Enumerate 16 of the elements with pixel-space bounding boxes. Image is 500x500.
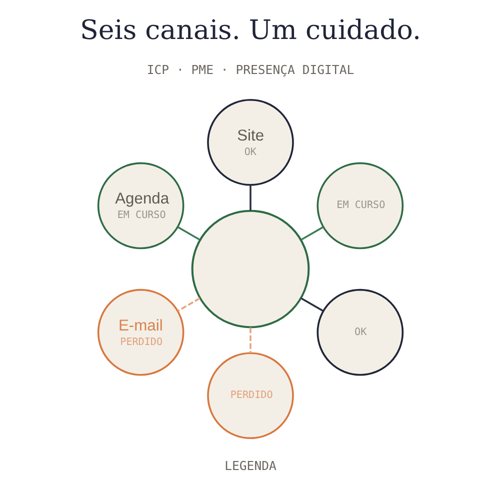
connector: [249, 328, 251, 353]
connector: [300, 226, 324, 241]
node-circle: Agenda EM CURSO: [96, 162, 184, 250]
connector: [249, 185, 251, 211]
connector: [176, 298, 200, 312]
connector: [300, 298, 324, 312]
node-circle: E-mail PERDIDO: [96, 288, 184, 376]
node-circle: Site OK: [206, 98, 294, 186]
node-circle: OK: [316, 288, 404, 376]
node-circle: [190, 210, 310, 328]
node-circle: EM CURSO: [316, 162, 404, 250]
node-circle: PERDIDO: [206, 352, 294, 440]
connector: [176, 226, 200, 241]
diagram-title: Seis canais. Um cuidado.: [79, 14, 421, 46]
label: LEGENDA: [224, 459, 276, 474]
label: ICP · PME · PRESENÇA DIGITAL: [146, 63, 354, 78]
